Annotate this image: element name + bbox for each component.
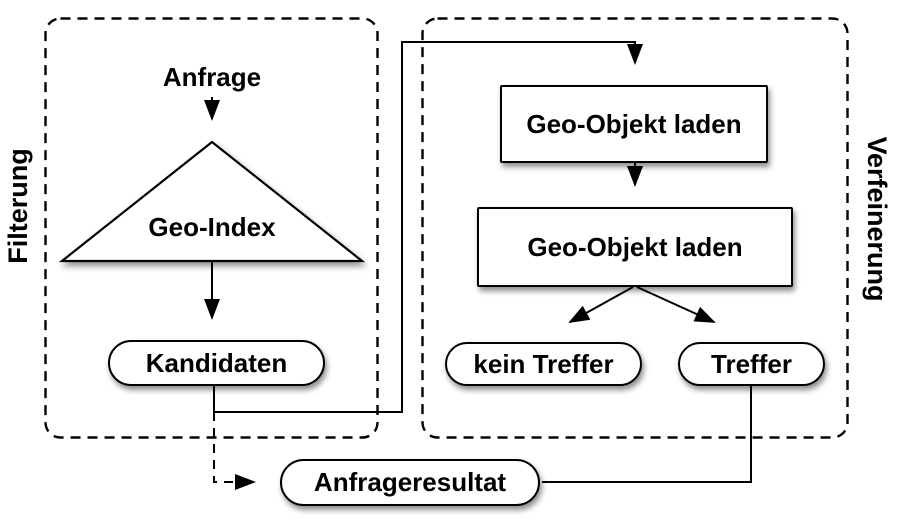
anfrageresultat-node: Anfrageresultat — [280, 459, 540, 506]
edge-geoobjektladen2-to-keintreffer — [568, 286, 634, 323]
anfrage-label: Anfrage — [162, 61, 262, 92]
filterung-group-border — [44, 17, 379, 439]
verfeinerung-group-label: Verfeinerung — [862, 136, 893, 302]
geo-index-label: Geo-Index — [148, 211, 276, 242]
verfeinerung-group-border — [421, 17, 849, 439]
kein-treffer-node: kein Treffer — [445, 342, 642, 386]
filterung-group-label: Filterung — [2, 148, 33, 264]
treffer-node: Treffer — [678, 342, 825, 386]
edge-treffer-to-anfrageresultat — [542, 386, 752, 483]
geo-objekt-laden-1-node: Geo-Objekt laden — [500, 85, 768, 163]
kandidaten-node: Kandidaten — [108, 340, 325, 386]
geo-index-triangle — [58, 140, 366, 263]
edge-kandidaten-to-geoobjektladen1 — [213, 41, 643, 413]
edge-geoobjektladen2-to-treffer — [636, 286, 716, 323]
geo-objekt-laden-2-node: Geo-Objekt laden — [477, 207, 793, 287]
edge-kandidaten-to-anfrageresultat-dashed — [213, 412, 256, 490]
